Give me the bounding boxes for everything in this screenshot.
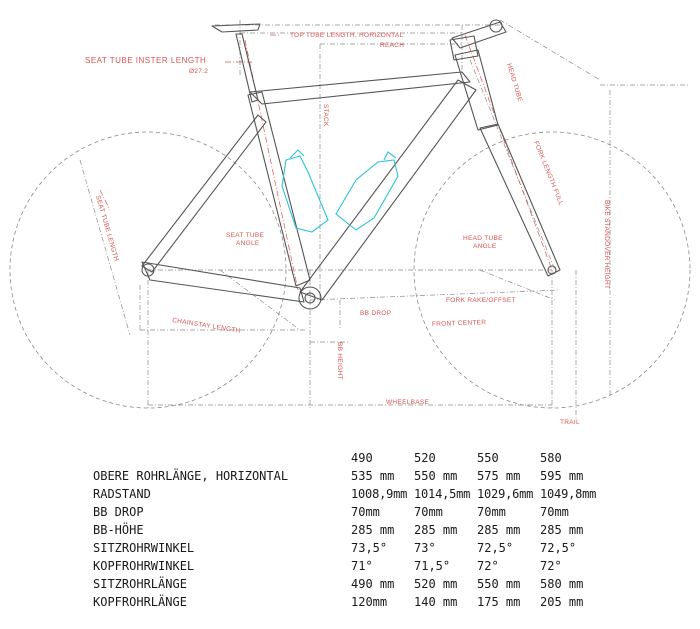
handlebar (489, 19, 503, 33)
cell: 490 mm (351, 577, 395, 591)
headset-spacers (449, 35, 479, 61)
label-stack: STACK (322, 104, 329, 127)
guide-lines (79, 19, 690, 420)
stem (451, 21, 507, 49)
row-label: KOPFROHRWINKEL (93, 559, 195, 573)
label-head-tube-angle-line1: HEAD TUBE (463, 235, 503, 242)
cell: 595 mm (540, 469, 584, 483)
label-bike-standover: BIKE STANDOVER HEIGHT (603, 200, 610, 289)
table-row: BB DROP 70mm 70mm 70mm 70mm (93, 503, 603, 521)
cell: 70mm (414, 505, 443, 519)
geometry-table: 490 520 550 580 OBERE ROHRLÄNGE, HORIZON… (93, 449, 603, 611)
chain-stay (141, 261, 305, 303)
size-490: 490 (351, 451, 373, 465)
cell: 72° (477, 559, 499, 573)
cell: 550 mm (477, 577, 521, 591)
bottom-bracket (298, 286, 322, 310)
cell: 72,5° (540, 541, 577, 555)
cell: 70mm (540, 505, 569, 519)
label-bb-drop: BB DROP (360, 310, 391, 317)
rear-dropout (141, 263, 155, 277)
label-seat-tube-length: SEAT TUBE LENGTH (94, 195, 120, 263)
cell: 285 mm (414, 523, 458, 537)
size-550: 550 (477, 451, 499, 465)
row-label: SITZROHRLÄNGE (93, 577, 187, 591)
label-top-tube: TOP TUBE LENGTH, HORIZONTAL (290, 32, 404, 39)
row-label: OBERE ROHRLÄNGE, HORIZONTAL (93, 469, 289, 483)
row-label: KOPFROHRLÄNGE (93, 595, 187, 609)
frame-geometry-drawing: TOP TUBE LENGTH, HORIZONTAL REACH SEAT T… (9, 19, 691, 426)
front-dropout (547, 265, 557, 275)
label-head-tube: HEAD TUBE (505, 63, 523, 103)
saddle (211, 23, 261, 33)
size-header-row: 490 520 550 580 (93, 449, 603, 467)
cell: 285 mm (351, 523, 395, 537)
cell: 1008,9mm (351, 487, 408, 501)
label-head-tube-angle-line2: ANGLE (473, 243, 497, 250)
row-label: BB-HÖHE (93, 523, 144, 537)
label-seat-tube-inster: SEAT TUBE INSTER LENGTH (85, 56, 206, 65)
bottle-down-tube (335, 159, 399, 231)
table-row: RADSTAND 1008,9mm 1014,5mm 1029,6mm 1049… (93, 485, 603, 503)
label-chainstay: CHAINSTAY LENGTH (172, 317, 241, 335)
cell: 575 mm (477, 469, 521, 483)
row-label: SITZROHRWINKEL (93, 541, 195, 555)
cell: 72,5° (477, 541, 514, 555)
cell: 1049,8mm (540, 487, 597, 501)
size-520: 520 (414, 451, 436, 465)
table-row: OBERE ROHRLÄNGE, HORIZONTAL 535 mm 550 m… (93, 467, 603, 485)
label-bb-height: BB HEIGHT (336, 342, 343, 380)
cell: 120mm (351, 595, 388, 609)
row-label: RADSTAND (93, 487, 151, 501)
cell: 70mm (351, 505, 380, 519)
table-row: SITZROHRLÄNGE 490 mm 520 mm 550 mm 580 m… (93, 575, 603, 593)
cell: 71° (351, 559, 373, 573)
table-row: KOPFROHRWINKEL 71° 71,5° 72° 72° (93, 557, 603, 575)
label-seat-tube-angle-line1: SEAT TUBE (226, 232, 264, 239)
cell: 285 mm (477, 523, 521, 537)
label-reach: REACH (380, 42, 404, 49)
table-row: SITZROHRWINKEL 73,5° 73° 72,5° 72,5° (93, 539, 603, 557)
cell: 73,5° (351, 541, 388, 555)
cell: 520 mm (414, 577, 458, 591)
fork (479, 123, 561, 277)
cell: 1029,6mm (477, 487, 534, 501)
table-row: BB-HÖHE 285 mm 285 mm 285 mm 285 mm (93, 521, 603, 539)
label-fork-length: FORK LENGTH FULL (532, 140, 564, 206)
row-label: BB DROP (93, 505, 144, 519)
water-bottles (281, 149, 399, 233)
size-580: 580 (540, 451, 562, 465)
seat-tube (247, 91, 311, 287)
front-wheel (413, 131, 691, 409)
down-tube (299, 79, 477, 301)
label-front-center: FRONT CENTER (432, 319, 487, 328)
cell: 72° (540, 559, 562, 573)
seat-stay (141, 114, 267, 273)
cell: 71,5° (414, 559, 451, 573)
cell: 140 mm (414, 595, 458, 609)
cell: 580 mm (540, 577, 584, 591)
label-wheelbase: WHEELBASE (386, 399, 430, 406)
label-seatpost-diameter: Ø27.2 (189, 68, 208, 75)
label-seat-tube-angle-line2: ANGLE (236, 240, 260, 247)
construction-lines (99, 34, 553, 291)
cell: 73° (414, 541, 436, 555)
cell: 205 mm (540, 595, 584, 609)
top-tube (249, 71, 471, 105)
cell: 550 mm (414, 469, 458, 483)
cell: 175 mm (477, 595, 521, 609)
bottle-seat-tube (281, 155, 329, 233)
cell: 1014,5mm (414, 487, 471, 501)
cell: 70mm (477, 505, 506, 519)
cell: 535 mm (351, 469, 395, 483)
cell: 285 mm (540, 523, 584, 537)
table-row: KOPFROHRLÄNGE 120mm 140 mm 175 mm 205 mm (93, 593, 603, 611)
label-fork-rake: FORK RAKE/OFFSET (446, 297, 516, 304)
label-trail: TRAIL (560, 419, 580, 426)
frame (141, 19, 561, 310)
